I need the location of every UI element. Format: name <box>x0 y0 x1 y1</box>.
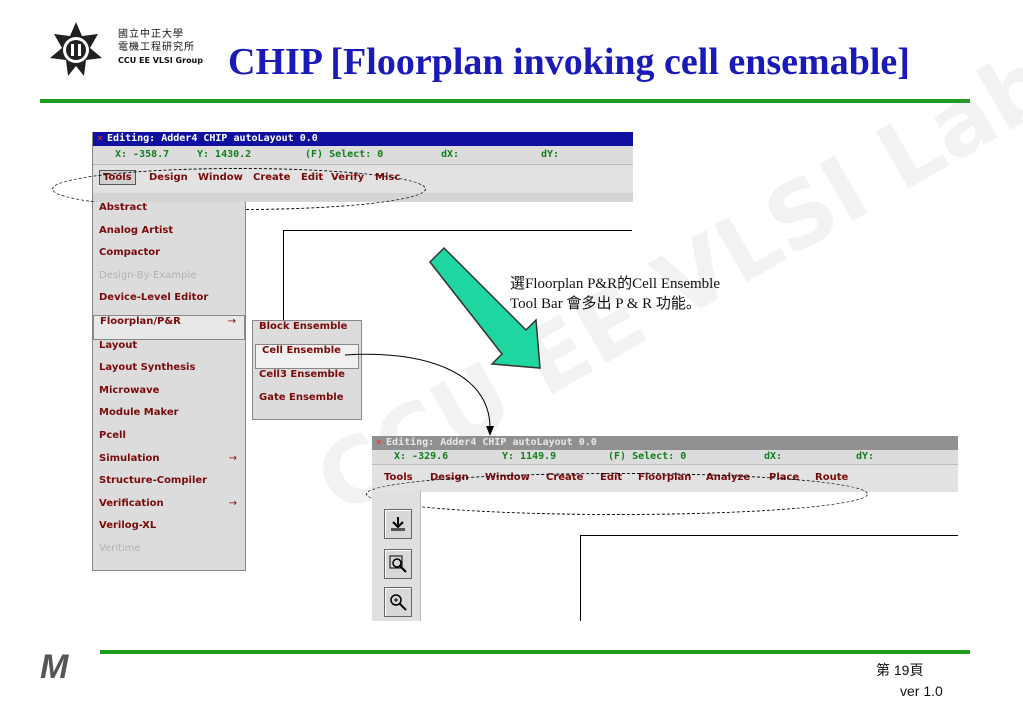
window-1-status: X: -358.7 Y: 1430.2 (F) Select: 0 dX: dY… <box>93 146 633 164</box>
footer-logo: M <box>40 648 69 686</box>
menu-item-layout[interactable]: Layout <box>99 339 138 351</box>
menu-item-floorplan-pr-label: Floorplan/P&R <box>100 315 181 327</box>
menu-item-veritime: Veritime <box>99 542 141 554</box>
slide-title: CHIP [Floorplan invoking cell ensemable] <box>228 41 910 83</box>
tools-dropdown: Abstract Analog Artist Compactor Design-… <box>92 202 246 571</box>
menu-item-cell3-ensemble[interactable]: Cell3 Ensemble <box>259 369 345 380</box>
floorplan-submenu: Block Ensemble Cell Ensemble Cell3 Ensem… <box>252 320 362 420</box>
submenu-arrow-icon: → <box>228 497 237 509</box>
delta-y: dY: <box>541 149 560 160</box>
menu-item-cell-ensemble[interactable]: Cell Ensemble <box>255 344 359 369</box>
window-2-titlebar: ✕Editing: Adder4 CHIP autoLayout 0.0 <box>372 436 958 450</box>
canvas-2-border-left <box>580 535 581 621</box>
window-2-toolbar <box>372 491 421 621</box>
menu-route[interactable]: Route <box>815 472 849 483</box>
coord-y: Y: 1149.9 <box>502 451 557 462</box>
green-pointer-arrow-icon <box>429 246 541 369</box>
menu-item-module-maker[interactable]: Module Maker <box>99 407 179 419</box>
footer-rule <box>100 650 970 654</box>
university-logo <box>50 22 102 76</box>
menu-item-simulation[interactable]: Simulation → <box>93 453 245 476</box>
save-icon[interactable] <box>384 509 412 539</box>
annotation-line-1: 選Floorplan P&R的Cell Ensemble <box>510 276 720 292</box>
menu-item-compactor[interactable]: Compactor <box>99 247 161 259</box>
highlight-oval-menu-2 <box>366 473 868 515</box>
menu-item-floorplan-pr[interactable]: Floorplan/P&R → <box>93 314 245 340</box>
submenu-arrow-icon: → <box>227 315 236 327</box>
org-line-2: 電機工程研究所 <box>118 42 195 53</box>
menu-item-device-level-editor[interactable]: Device-Level Editor <box>99 292 209 304</box>
menu-item-design-by-example: Design-By-Example <box>99 269 197 281</box>
annotation-line-2: Tool Bar 會多出 P & R 功能。 <box>510 296 701 312</box>
window-1-titlebar: ✕Editing: Adder4 CHIP autoLayout 0.0 <box>93 132 633 146</box>
close-icon[interactable]: ✕ <box>97 133 104 144</box>
menu-item-layout-synthesis[interactable]: Layout Synthesis <box>99 362 196 374</box>
menu-tools[interactable]: Tools <box>384 472 413 483</box>
menu-item-verification-label: Verification <box>99 497 164 509</box>
select-count: (F) Select: 0 <box>305 149 384 160</box>
org-name: 國立中正大學 電機工程研究所 CCU EE VLSI Group <box>118 28 203 67</box>
close-icon[interactable]: ✕ <box>376 437 383 448</box>
menu-item-abstract[interactable]: Abstract <box>99 202 148 213</box>
delta-x: dX: <box>764 451 783 462</box>
org-line-3: CCU EE VLSI Group <box>118 56 203 65</box>
window-2-status: X: -329.6 Y: 1149.9 (F) Select: 0 dX: dY… <box>372 450 958 464</box>
delta-x: dX: <box>441 149 460 160</box>
coord-x: X: -358.7 <box>115 149 170 160</box>
coord-x: X: -329.6 <box>394 451 449 462</box>
canvas-border-left <box>283 230 284 322</box>
menu-item-verification[interactable]: Verification → <box>93 498 245 521</box>
zoom-fit-icon[interactable] <box>384 549 412 579</box>
menu-item-structure-compiler[interactable]: Structure-Compiler <box>99 475 208 487</box>
delta-y: dY: <box>856 451 875 462</box>
canvas-2-border-top <box>580 535 958 536</box>
org-line-1: 國立中正大學 <box>118 29 184 40</box>
menu-item-simulation-label: Simulation <box>99 452 160 464</box>
coord-y: Y: 1430.2 <box>197 149 252 160</box>
select-count: (F) Select: 0 <box>608 451 687 462</box>
zoom-in-icon[interactable] <box>384 587 412 617</box>
header-rule <box>40 99 970 103</box>
menu-item-pcell[interactable]: Pcell <box>99 429 126 441</box>
menu-item-analog-artist[interactable]: Analog Artist <box>99 224 174 236</box>
annotation-note: 選Floorplan P&R的Cell Ensemble Tool Bar 會多… <box>510 274 720 314</box>
menu-item-verilog-xl[interactable]: Verilog-XL <box>99 520 157 532</box>
menu-item-microwave[interactable]: Microwave <box>99 384 160 396</box>
window-1-title: Editing: Adder4 CHIP autoLayout 0.0 <box>107 133 318 144</box>
page-number: 第 19頁 <box>876 662 924 678</box>
menu-item-gate-ensemble[interactable]: Gate Ensemble <box>259 392 344 403</box>
canvas-border-top <box>283 230 632 231</box>
window-2-title: Editing: Adder4 CHIP autoLayout 0.0 <box>386 437 597 448</box>
connector-curve-arrow <box>344 353 494 436</box>
version-label: ver 1.0 <box>900 683 943 699</box>
submenu-arrow-icon: → <box>228 452 237 464</box>
menu-item-block-ensemble[interactable]: Block Ensemble <box>259 321 348 332</box>
